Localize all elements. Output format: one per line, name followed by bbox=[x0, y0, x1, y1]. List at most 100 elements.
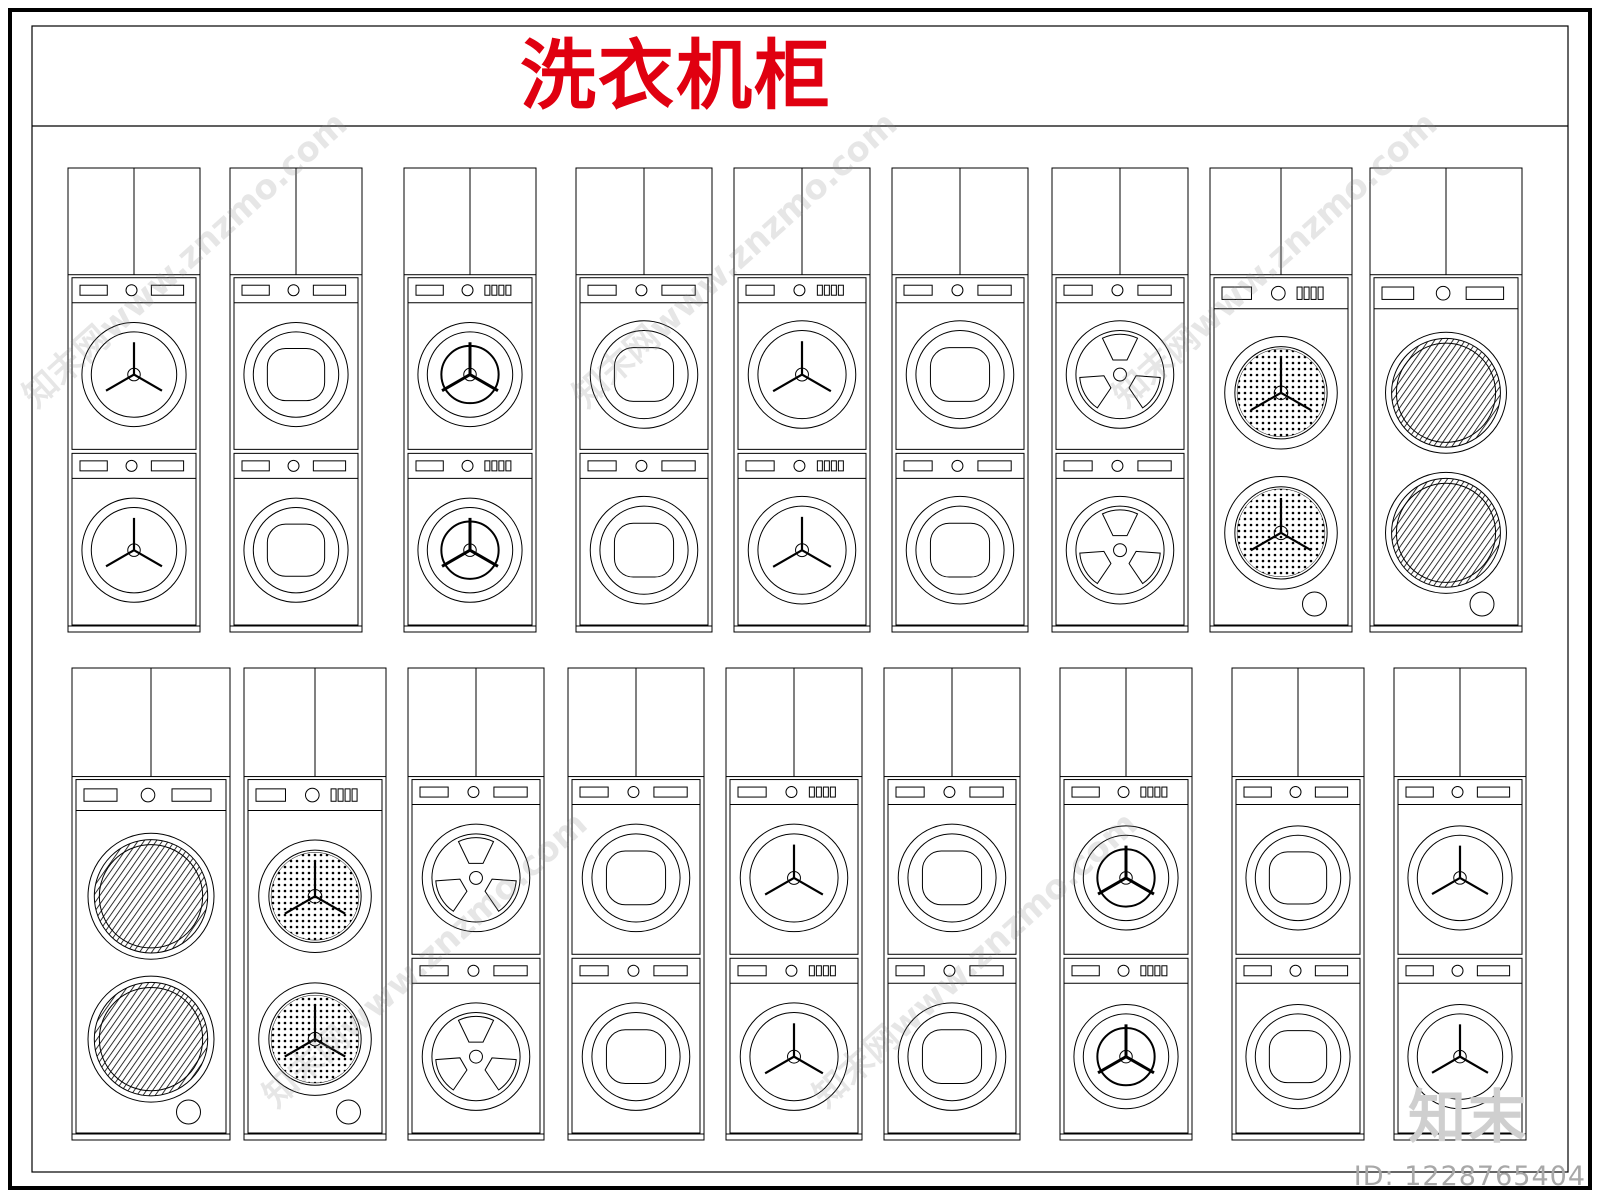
drum-lifter bbox=[801, 549, 832, 568]
drum-lifter bbox=[793, 1055, 824, 1075]
drum-blade bbox=[1079, 375, 1112, 409]
control-button bbox=[816, 460, 823, 472]
appliance-body bbox=[411, 957, 541, 1134]
appliance-body bbox=[71, 452, 197, 626]
appliance-body bbox=[1235, 957, 1361, 1134]
display-panel bbox=[1243, 786, 1272, 798]
door-glass bbox=[90, 506, 178, 594]
appliance-body bbox=[737, 277, 867, 450]
door-ring bbox=[581, 823, 691, 933]
control-button bbox=[1140, 965, 1147, 977]
appliance-body bbox=[571, 957, 701, 1134]
control-knob bbox=[635, 459, 648, 472]
door-ring bbox=[1224, 476, 1338, 590]
control-button bbox=[1303, 286, 1310, 300]
drum-lifter bbox=[1250, 531, 1282, 552]
drum-hub bbox=[127, 367, 141, 382]
drum-hub bbox=[1273, 525, 1289, 541]
control-knob bbox=[1435, 285, 1451, 301]
door-glass bbox=[599, 505, 689, 595]
door-ring bbox=[258, 839, 372, 954]
drum-hub bbox=[307, 889, 323, 904]
drum-lifter bbox=[764, 1055, 795, 1075]
control-button bbox=[837, 460, 844, 472]
outer-frame bbox=[8, 8, 1592, 1190]
cabinet-elevation bbox=[725, 667, 863, 1141]
drum-hatch bbox=[1391, 337, 1501, 448]
appliance-body bbox=[1063, 779, 1189, 955]
control-button bbox=[1147, 965, 1154, 977]
control-button bbox=[491, 284, 498, 296]
control-button bbox=[815, 786, 822, 798]
cabinet-elevation bbox=[883, 667, 1021, 1141]
drum-spoke-ring bbox=[1096, 1026, 1156, 1087]
drum-lifter bbox=[1097, 1055, 1127, 1075]
drum-lifter bbox=[793, 876, 824, 896]
control-button bbox=[829, 786, 836, 798]
drum-lifter bbox=[441, 373, 471, 392]
inner-frame bbox=[31, 25, 1569, 1173]
dryer-window bbox=[266, 523, 326, 577]
drum-hub bbox=[463, 367, 477, 382]
display-panel bbox=[1405, 786, 1434, 798]
drum-lifter bbox=[1431, 1055, 1461, 1074]
control-knob bbox=[943, 964, 956, 977]
drum-lifter bbox=[1125, 876, 1155, 896]
drum-hatch bbox=[93, 839, 209, 954]
door-glass bbox=[1416, 834, 1504, 922]
door-glass bbox=[749, 833, 839, 923]
maintenance-cap bbox=[1469, 591, 1495, 617]
control-knob bbox=[125, 284, 138, 297]
appliance-body bbox=[1397, 779, 1523, 955]
door-ring bbox=[1407, 825, 1513, 931]
door-ring bbox=[1224, 335, 1338, 450]
drum-hub bbox=[1273, 385, 1289, 401]
display-panel bbox=[79, 460, 108, 472]
display-panel bbox=[1071, 965, 1100, 977]
display-panel bbox=[895, 965, 925, 977]
cabinet-elevation bbox=[733, 167, 871, 633]
label-panel bbox=[150, 460, 185, 472]
drum-lifter bbox=[314, 1038, 346, 1058]
cabinet-layer bbox=[67, 167, 1527, 1141]
drum-blade bbox=[1128, 550, 1161, 585]
appliance-body bbox=[1055, 277, 1185, 450]
control-button bbox=[1310, 286, 1317, 300]
drum-spoke-ring bbox=[440, 344, 500, 405]
drum-lifter bbox=[801, 373, 832, 393]
control-knob bbox=[1451, 964, 1464, 977]
maintenance-cap bbox=[336, 1099, 361, 1125]
display-panel bbox=[579, 965, 609, 977]
dryer-window bbox=[613, 347, 675, 402]
door-glass bbox=[1416, 1013, 1504, 1100]
door-ring bbox=[897, 1002, 1007, 1111]
display-panel bbox=[1063, 284, 1093, 296]
drawing-title: 洗衣机柜 bbox=[520, 31, 832, 120]
control-button bbox=[1317, 286, 1324, 300]
control-button bbox=[351, 788, 358, 802]
drum-blade bbox=[1101, 509, 1139, 537]
control-button bbox=[498, 460, 505, 472]
appliance-body bbox=[247, 779, 383, 1134]
display-panel bbox=[587, 460, 617, 472]
drum-lifter bbox=[105, 549, 135, 568]
drum-hub bbox=[1119, 871, 1133, 885]
drum-lifter bbox=[1459, 1055, 1489, 1074]
drum-hub bbox=[463, 543, 477, 557]
display-panel bbox=[255, 788, 286, 802]
drum-blade bbox=[1128, 375, 1161, 409]
door-ring bbox=[417, 321, 523, 428]
dryer-window bbox=[929, 347, 991, 402]
control-knob bbox=[1289, 964, 1302, 977]
drum-lifter bbox=[1280, 531, 1312, 552]
door-ring bbox=[747, 320, 857, 429]
control-knob bbox=[785, 786, 798, 799]
door-ring bbox=[1385, 331, 1507, 454]
door-glass bbox=[431, 1012, 521, 1102]
control-knob bbox=[635, 284, 648, 297]
cabinet-elevation bbox=[1209, 167, 1353, 633]
control-knob bbox=[1117, 964, 1130, 977]
label-panel bbox=[150, 284, 185, 296]
display-panel bbox=[241, 460, 270, 472]
drum-hatch bbox=[93, 981, 209, 1097]
